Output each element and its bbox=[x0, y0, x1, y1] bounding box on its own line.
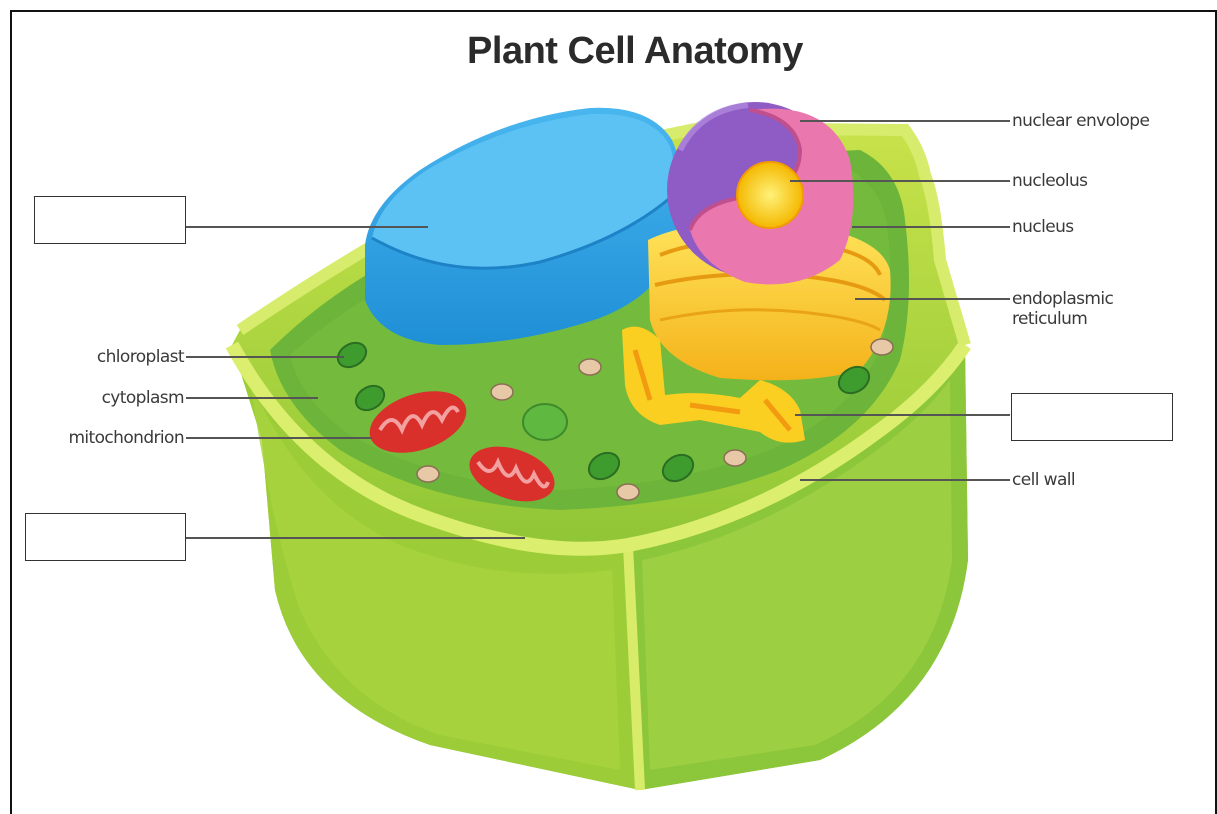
blank-box-golgi[interactable] bbox=[1011, 393, 1173, 441]
label-chloroplast: chloroplast bbox=[40, 347, 184, 367]
label-mitochondrion: mitochondrion bbox=[20, 428, 184, 448]
label-nuclear-envelope: nuclear envolope bbox=[1012, 111, 1149, 131]
label-cytoplasm: cytoplasm bbox=[40, 388, 184, 408]
label-cell-wall: cell wall bbox=[1012, 470, 1075, 490]
blank-box-vacuole[interactable] bbox=[34, 196, 186, 244]
blank-box-cell-membrane[interactable] bbox=[25, 513, 186, 561]
label-endoplasmic-reticulum: endoplasmic reticulum bbox=[1012, 289, 1142, 329]
label-nucleus: nucleus bbox=[1012, 217, 1074, 237]
nucleolus bbox=[737, 162, 803, 228]
label-nucleolus: nucleolus bbox=[1012, 171, 1087, 191]
diagram-title: Plant Cell Anatomy bbox=[0, 30, 1217, 73]
